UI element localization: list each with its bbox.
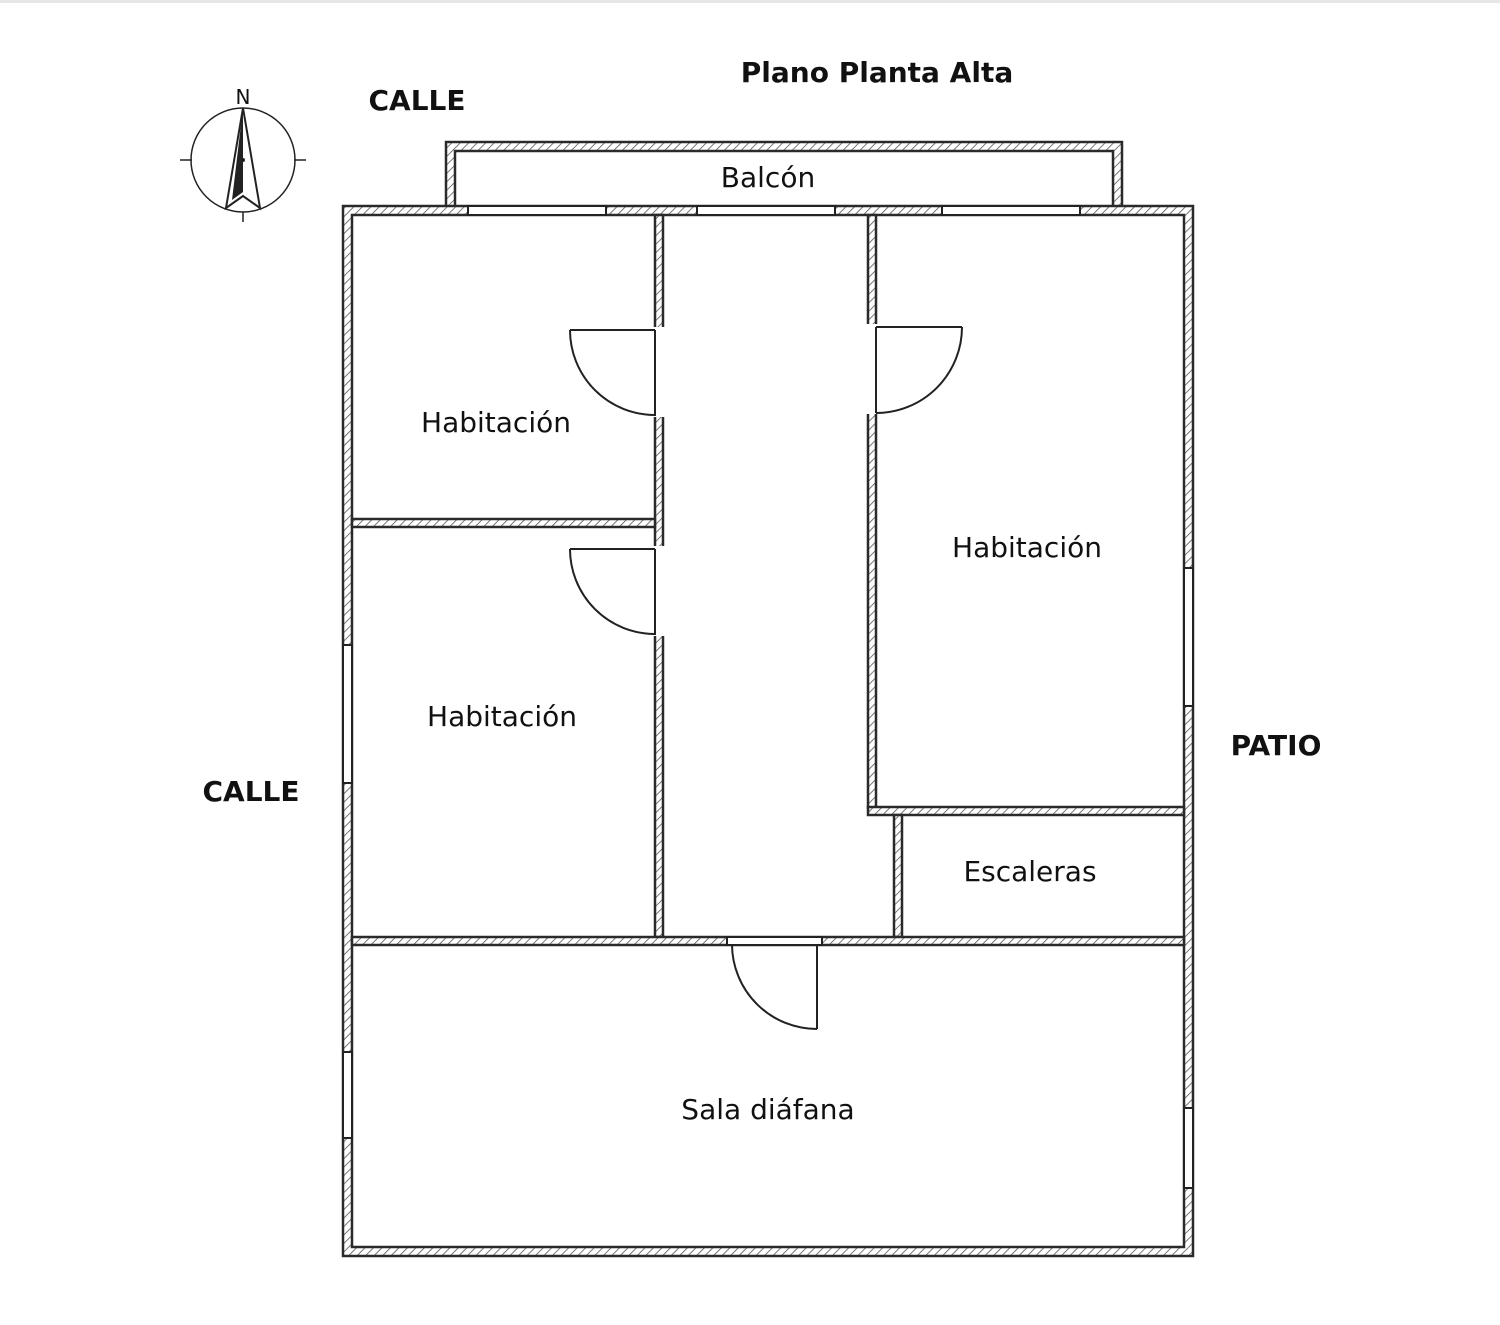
patio-label: PATIO	[1231, 729, 1322, 762]
room-label-bedroom-top-left: Habitación	[421, 406, 571, 439]
room-label-balcony: Balcón	[721, 161, 815, 194]
balcony-walls	[444, 140, 1124, 208]
room-label-open-room: Sala diáfana	[681, 1093, 854, 1126]
room-label-bedroom-mid-left: Habitación	[427, 700, 577, 733]
room-label-bedroom-right: Habitación	[952, 531, 1102, 564]
door-mid-left-bedroom-icon	[569, 546, 665, 636]
plan-title: Plano Planta Alta	[741, 56, 1013, 89]
door-top-left-bedroom-icon	[569, 327, 665, 417]
compass-letter: N	[236, 85, 251, 109]
north-compass-icon: N	[180, 85, 306, 222]
street-label-top: CALLE	[368, 84, 465, 117]
door-sala-icon	[731, 944, 818, 1030]
street-label-left: CALLE	[202, 775, 299, 808]
door-right-bedroom-icon	[866, 324, 963, 414]
top-edge-line	[0, 0, 1500, 3]
interior-walls	[350, 213, 1186, 947]
room-label-stairs: Escaleras	[963, 855, 1096, 888]
windows	[342, 205, 1194, 1189]
